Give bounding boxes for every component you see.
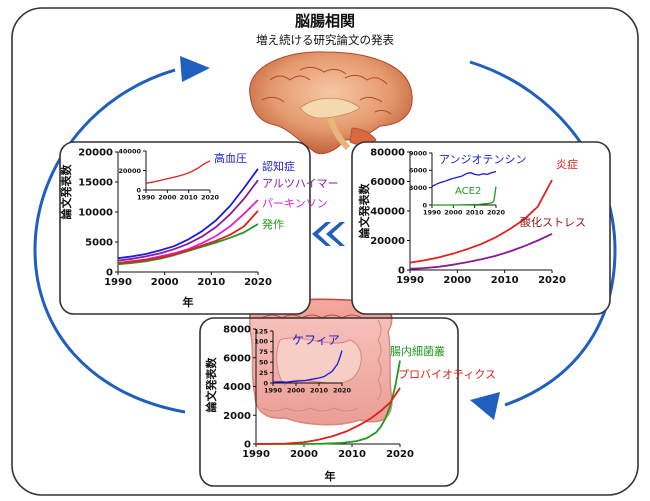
bottom-inset-y-tick-label: 75 (259, 348, 269, 356)
left-y-tick-label: 20000 (78, 148, 113, 159)
left-series-label: パーキンソン (262, 197, 328, 210)
left-x-tick-label: 1990 (104, 277, 132, 288)
left-xlabel: 年 (183, 295, 194, 309)
bottom-y-tick-label: 4000 (223, 382, 251, 393)
left-series-line-1 (117, 179, 259, 262)
bottom-x-tick-label: 2010 (338, 449, 366, 460)
left-x-tick-label: 2000 (151, 277, 179, 288)
left-inset-label: 高血圧 (214, 151, 247, 165)
right-inset-y-tick-label: 3000 (409, 184, 428, 192)
right-inset-y-tick-label: 9000 (409, 149, 428, 157)
left-series-label: 発作 (262, 217, 284, 231)
right-inset-line-1 (431, 170, 497, 188)
left-ylabel: 論文発表数 (59, 164, 73, 220)
bottom-inset-line (272, 350, 343, 383)
bottom-series-line-1 (255, 387, 401, 445)
bottom-inset-y-tick-label: 25 (259, 369, 269, 377)
bottom-inset-x-tick-label: 2010 (310, 387, 329, 395)
bottom-series-label: 腸内細菌叢 (390, 344, 445, 358)
right-series-line-1 (409, 233, 553, 270)
right-y-tick-label: 40000 (370, 207, 405, 218)
right-series-label: 酸化ストレス (520, 215, 586, 229)
cycle-arrow (33, 60, 617, 414)
outer-frame (11, 7, 639, 496)
right-series-line-0 (409, 179, 553, 264)
left-y-tick-label: 5000 (85, 238, 113, 249)
left-inset-y-tick-label: 0 (136, 186, 141, 194)
right-y-tick-label: 0 (398, 266, 405, 277)
bottom-inset-y-tick-label: 100 (254, 338, 268, 346)
right-inset-x-tick-label: 1990 (423, 209, 442, 217)
double-chevron-left-icon (312, 222, 345, 246)
brain-icon (249, 51, 413, 155)
right-panel (351, 141, 611, 315)
right-x-tick-label: 1990 (396, 275, 424, 286)
right-inset-x-tick-label: 2020 (487, 209, 506, 217)
right-series-label: 炎症 (556, 157, 578, 171)
right-y-tick-label: 60000 (370, 177, 405, 188)
left-series-line-0 (117, 168, 259, 260)
bottom-inset-x-tick-label: 1990 (264, 387, 283, 395)
right-inset-label: アンジオテンシン (439, 153, 527, 166)
right-y-tick-label: 80000 (370, 148, 405, 159)
bottom-y-tick-label: 8000 (223, 325, 251, 336)
right-x-tick-label: 2010 (491, 275, 519, 286)
right-inset-y-tick-label: 6000 (409, 167, 428, 175)
left-x-tick-label: 2010 (197, 277, 225, 288)
cycle-arrowhead-top (180, 56, 210, 82)
right-x-tick-label: 2000 (443, 275, 471, 286)
left-inset-x-tick-label: 2020 (201, 194, 220, 202)
page-title: 脳腸相関 (295, 12, 355, 30)
right-x-tick-label: 2020 (538, 275, 566, 286)
right-inset-x-tick-label: 2010 (466, 209, 485, 217)
left-series-line-4 (117, 210, 259, 264)
bottom-inset-x-tick-label: 2020 (333, 387, 352, 395)
bottom-y-tick-label: 2000 (223, 411, 251, 422)
right-y-tick-label: 20000 (370, 236, 405, 247)
left-y-tick-label: 15000 (78, 178, 113, 189)
bottom-x-tick-label: 2020 (386, 449, 414, 460)
left-y-tick-label: 10000 (78, 208, 113, 219)
right-inset-label2: ACE2 (455, 186, 481, 197)
bottom-series-label: プロバイオティクス (398, 368, 496, 381)
left-inset-x-tick-label: 1990 (137, 194, 156, 202)
left-inset-y-tick-label: 20000 (118, 167, 141, 175)
bottom-y-tick-label: 0 (244, 440, 251, 451)
right-inset-line-2 (432, 186, 497, 206)
bottom-inset-label: ケフィア (292, 333, 340, 347)
bottom-inset-y-tick-label: 125 (254, 327, 268, 335)
bottom-ylabel: 論文発表数 (204, 357, 218, 413)
page-subtitle: 増え続ける研究論文の発表 (256, 33, 394, 47)
left-x-tick-label: 2020 (244, 277, 272, 288)
right-ylabel: 論文発表数 (357, 183, 371, 239)
left-inset-x-tick-label: 2000 (158, 194, 177, 202)
bottom-inset-y-tick-label: 50 (259, 358, 269, 366)
left-inset-line (145, 160, 211, 184)
bottom-x-tick-label: 2000 (290, 449, 318, 460)
cycle-arrowhead-bottom (470, 392, 500, 420)
left-series-label: アルツハイマー (262, 177, 339, 190)
right-inset-y-tick-label: 0 (422, 201, 427, 209)
left-inset-x-tick-label: 2010 (180, 194, 199, 202)
bottom-xlabel: 年 (325, 469, 336, 483)
left-panel (59, 141, 311, 315)
bottom-inset-y-tick-label: 0 (263, 379, 268, 387)
left-y-tick-label: 0 (106, 268, 113, 279)
bottom-y-tick-label: 6000 (223, 353, 251, 364)
right-inset-x-tick-label: 2000 (444, 209, 463, 217)
bottom-inset-x-tick-label: 2000 (287, 387, 306, 395)
left-inset-y-tick-label: 40000 (118, 147, 141, 155)
bottom-x-tick-label: 1990 (242, 449, 270, 460)
left-series-label: 認知症 (262, 159, 295, 173)
intestine-icon (247, 298, 393, 426)
